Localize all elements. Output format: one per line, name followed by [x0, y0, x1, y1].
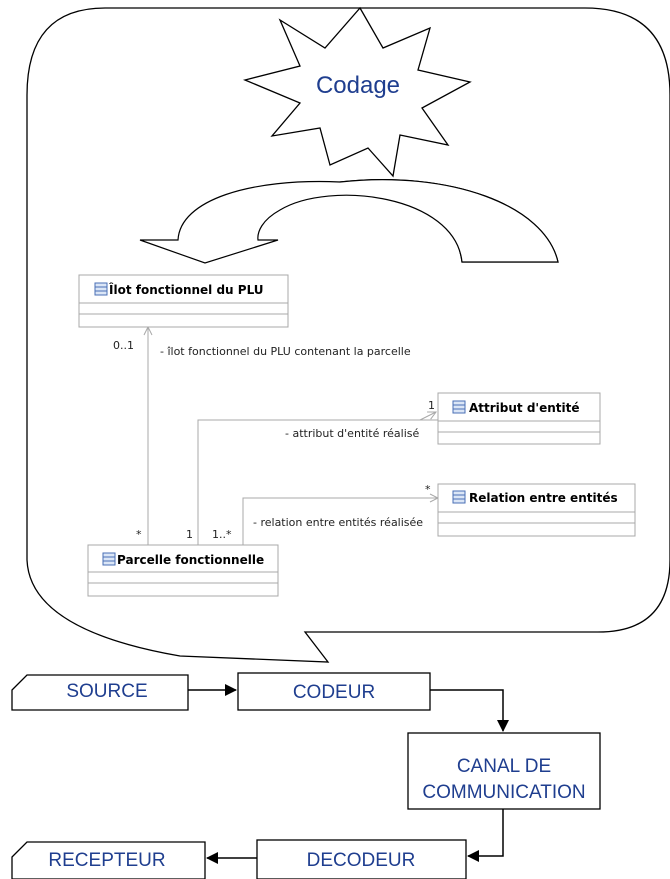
canal-label-line1: CANAL DE — [457, 756, 551, 777]
assoc-relation-mult-target: * — [425, 483, 431, 496]
uml-class-ilot: Îlot fonctionnel du PLU — [78, 274, 289, 328]
uml-class-name: Relation entre entités — [469, 491, 618, 505]
assoc-attribut-mult-target: 1 — [428, 399, 435, 412]
assoc-ilot-role: - îlot fonctionnel du PLU contenant la p… — [160, 345, 411, 358]
uml-class-name: Îlot fonctionnel du PLU — [109, 282, 264, 297]
class-icon — [94, 282, 108, 296]
source-box — [11, 674, 189, 711]
assoc-relation-mult-source: 1..* — [212, 528, 232, 541]
decodeur-box — [256, 839, 467, 879]
curved-arrow — [139, 179, 559, 264]
assoc-relation-line — [242, 498, 438, 545]
assoc-attribut-role: - attribut d'entité réalisé — [285, 427, 419, 440]
codage-label: Codage — [316, 72, 400, 99]
uml-class-name: Parcelle fonctionnelle — [117, 553, 264, 567]
assoc-relation-role: - relation entre entités réalisée — [253, 516, 423, 529]
uml-class-name: Attribut d'entité — [469, 401, 580, 415]
communication-flow: SOURCE CODEUR CANAL DE COMMUNICATION DEC… — [11, 672, 601, 879]
recepteur-box — [11, 841, 206, 879]
canal-label-line2: COMMUNICATION — [422, 782, 585, 803]
canal-box — [407, 732, 601, 810]
codeur-label: CODEUR — [293, 682, 375, 703]
assoc-attribut-head — [419, 412, 436, 421]
class-icon — [452, 400, 466, 414]
arrow-canal-decodeur — [467, 809, 504, 862]
codeur-box — [237, 672, 431, 711]
uml-class-parcelle: Parcelle fonctionnelle — [87, 544, 279, 597]
assoc-ilot-mult-source: * — [136, 528, 142, 541]
decodeur-label: DECODEUR — [307, 850, 416, 871]
uml-class-box — [87, 544, 279, 597]
curved-arrow-body — [139, 179, 559, 264]
class-icon — [102, 552, 116, 566]
assoc-ilot-mult-target: 0..1 — [113, 339, 134, 352]
codage-starburst: Codage — [242, 6, 472, 178]
uml-class-attribut: Attribut d'entité — [437, 392, 601, 445]
uml-class-box — [437, 483, 636, 537]
recepteur-label: RECEPTEUR — [48, 850, 165, 871]
source-label: SOURCE — [66, 681, 147, 702]
arrow-codeur-canal — [430, 689, 509, 732]
uml-class-relation: Relation entre entités — [437, 483, 636, 537]
assoc-attribut-mult-source: 1 — [186, 528, 193, 541]
class-icon — [452, 490, 466, 504]
uml-class-box — [78, 274, 289, 328]
starburst-shape — [242, 6, 472, 178]
